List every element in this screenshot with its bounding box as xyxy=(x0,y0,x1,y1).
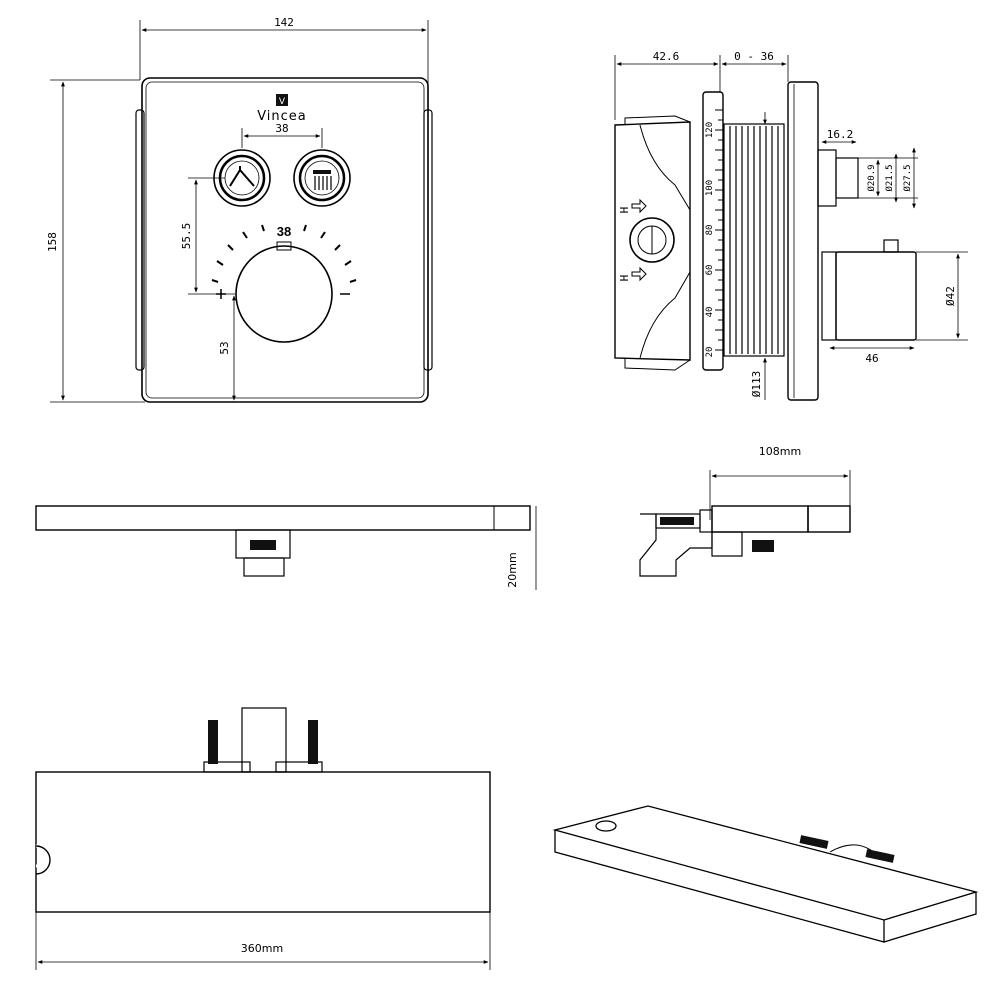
shelf-front-view xyxy=(35,707,491,970)
sleeve-diameter-dim-label: Ø113 xyxy=(750,371,763,398)
housing-left-edge xyxy=(135,109,145,371)
shelf-depth-dim-label: 108mm xyxy=(759,445,801,458)
brand-logo-icon xyxy=(276,94,288,106)
shelf-front-face xyxy=(554,830,885,943)
handheld-shower-icon xyxy=(229,166,255,187)
flow-arrow-icon xyxy=(631,198,647,282)
rain-shower-button xyxy=(293,149,351,207)
shelf-top-view xyxy=(35,505,537,590)
shelf-profile xyxy=(35,505,531,531)
mounting-sleeve xyxy=(702,91,724,371)
face-plate xyxy=(141,77,429,403)
valve-port xyxy=(629,217,675,263)
knob-length-dim-label: 46 xyxy=(865,352,878,365)
screw-base xyxy=(203,761,251,773)
outlet-diameter-2-label: Ø21.5 xyxy=(884,164,895,191)
extension-ribs xyxy=(729,126,779,354)
valve-body-top xyxy=(624,115,691,125)
screw xyxy=(799,835,829,849)
bracket-block xyxy=(711,531,743,557)
bracket-fixing xyxy=(752,540,774,552)
outlet-diameter-1-label: Ø20.9 xyxy=(866,164,877,191)
diverter-outlet xyxy=(817,149,837,207)
depth-scale-ticks xyxy=(715,109,723,351)
shelf-height-dim-label: 20mm xyxy=(506,552,519,587)
outlet-diameter-3-label: Ø27.5 xyxy=(902,164,913,191)
button-height-dim-label: 55.5 xyxy=(180,223,193,250)
hot-inlet-label: H xyxy=(618,207,631,214)
face-plate-inner-edge xyxy=(145,81,425,399)
shelf-front xyxy=(35,771,491,913)
scale-label: 100 xyxy=(705,180,715,196)
knob-indicator xyxy=(276,241,292,251)
screw-base xyxy=(275,761,323,773)
shelf-section-end xyxy=(807,505,851,533)
shelf-width-dim-label: 360mm xyxy=(241,942,283,955)
depth-scale-labels: 20 40 60 80 100 120 xyxy=(705,122,715,358)
bracket-foot xyxy=(243,557,285,577)
screw xyxy=(308,720,318,764)
side-view xyxy=(614,55,968,401)
front-width-dim-label: 142 xyxy=(274,16,294,29)
diverter-outlet-tip xyxy=(835,157,859,199)
bracket-screw xyxy=(660,517,694,525)
hand-shower-button-face xyxy=(224,160,260,196)
thermostat-knob xyxy=(235,245,333,343)
outlet-length-dim-label: 16.2 xyxy=(827,128,854,141)
side-depth-dim-label: 42.6 xyxy=(653,50,680,63)
rain-shower-icon xyxy=(313,170,332,190)
knob-diameter-dim-label: Ø42 xyxy=(944,286,957,306)
screw xyxy=(865,849,895,863)
knob-indicator xyxy=(883,239,899,253)
scale-label: 40 xyxy=(705,307,715,318)
valve-body-bottom xyxy=(624,358,691,371)
shelf-end-face xyxy=(883,892,977,943)
knob-scale-value: 38 xyxy=(277,224,291,239)
ribbed-extension xyxy=(723,123,785,357)
shelf-top-face xyxy=(552,805,979,921)
bracket-slot xyxy=(250,540,276,550)
center-bracket xyxy=(241,707,287,773)
hot-inlet-label: H xyxy=(618,275,631,282)
knob-spindle xyxy=(821,251,837,341)
scale-label: 120 xyxy=(705,122,715,138)
shelf-hole xyxy=(595,820,617,832)
shelf-side-view xyxy=(639,470,851,577)
front-view xyxy=(50,20,433,403)
rain-shower-button-face xyxy=(304,160,340,196)
warmer-plus-icon xyxy=(216,289,226,299)
shelf-section xyxy=(711,505,809,533)
scale-label: 60 xyxy=(705,265,715,276)
front-height-dim-label: 158 xyxy=(46,232,59,252)
body-contour xyxy=(639,124,691,211)
scale-label: 20 xyxy=(705,347,715,358)
scale-label: 80 xyxy=(705,225,715,236)
screw xyxy=(208,720,218,764)
rain-shower-button-ring xyxy=(298,154,346,202)
body-contour xyxy=(639,271,691,359)
shelf-notch xyxy=(35,845,51,875)
brand-name: Vincea xyxy=(257,109,307,124)
shelf-isometric-view xyxy=(552,805,979,943)
knob-height-dim-label: 53 xyxy=(218,341,231,354)
adjust-range-dim-label: 0 - 36 xyxy=(734,50,774,63)
bracket-body xyxy=(639,513,713,577)
button-spacing-dim-label: 38 xyxy=(275,122,288,135)
temperature-scale-ticks xyxy=(211,224,357,283)
knob-body xyxy=(835,251,917,341)
face-plate-side xyxy=(787,81,819,401)
hand-shower-button-ring xyxy=(218,154,266,202)
brand-mark-letter: V xyxy=(279,97,286,107)
